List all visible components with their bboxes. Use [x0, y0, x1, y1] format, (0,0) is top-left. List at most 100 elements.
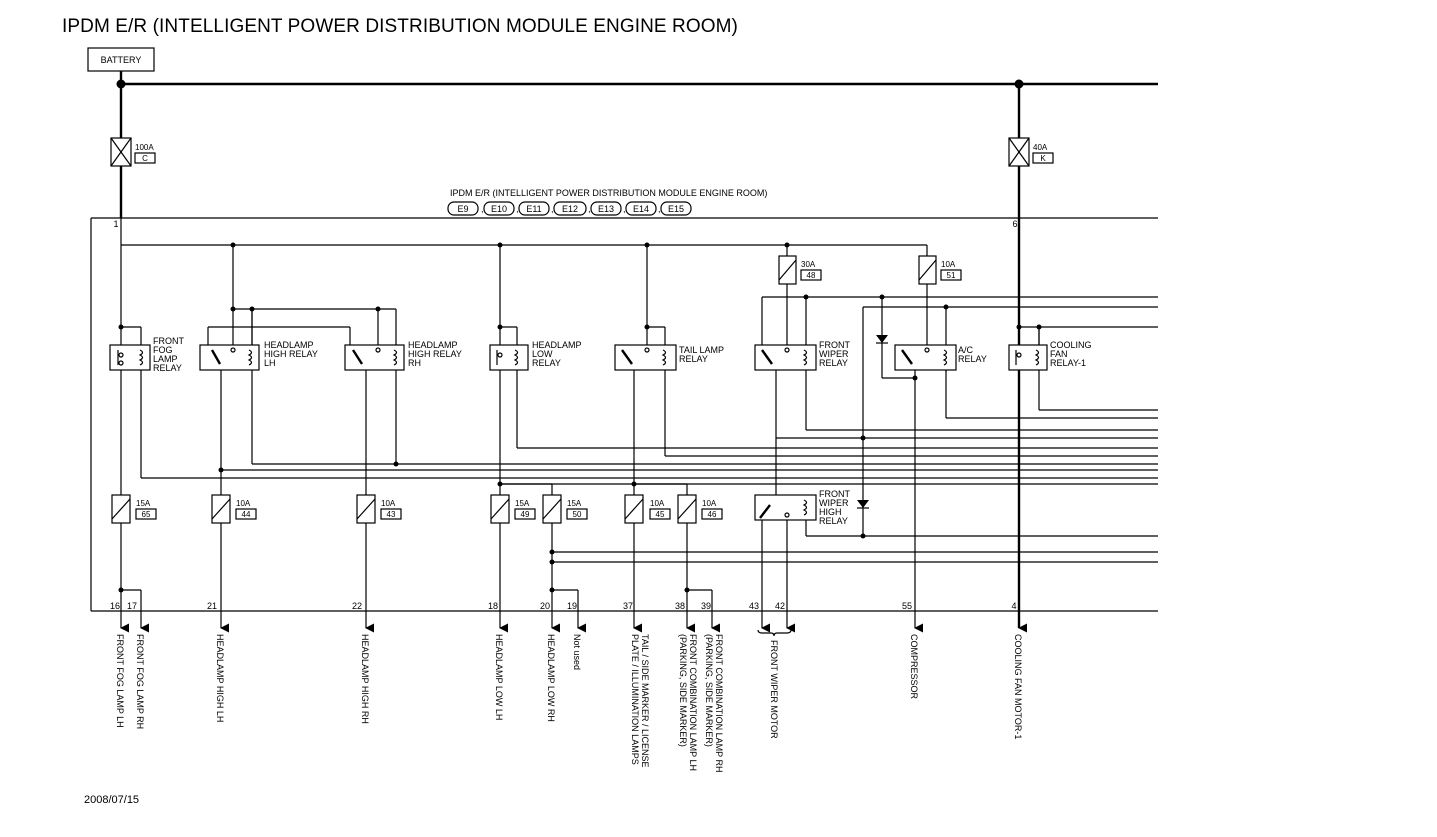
relay-front-wiper-label: FRONT WIPER RELAY	[819, 340, 852, 368]
fuse-45-code: 45	[656, 510, 665, 519]
fuse-45: 10A 45	[624, 481, 687, 611]
connector-list: E9 , E10 , E11 , E12 , E13 , E14 , E15	[447, 201, 692, 216]
output-label-headlamp-high-lh: HEADLAMP HIGH LH	[215, 634, 225, 722]
pin-43: 43	[749, 601, 759, 611]
output-label-front-fog-rh: FRONT FOG LAMP RH	[135, 634, 145, 729]
relay-front-fog-lamp: FRONT FOG LAMP RELAY	[109, 324, 184, 373]
main-fuse-c: 100A C	[110, 137, 156, 167]
relay-tail-lamp: TAIL LAMP RELAY	[614, 245, 726, 497]
relay-headlamp-high-rh: HEADLAMP HIGH RELAY RH	[344, 306, 464, 497]
output-20: 20 HEADLAMP LOW RH	[540, 601, 561, 722]
main-fuse-k: 40A K	[1008, 137, 1054, 167]
module-label: IPDM E/R (INTELLIGENT POWER DISTRIBUTION…	[450, 188, 767, 198]
fuse-44: 10A 44	[211, 470, 257, 611]
fuse-43-code: 43	[387, 510, 396, 519]
relay-fuse-51: 10A 51	[918, 245, 962, 345]
pin-37: 37	[623, 601, 633, 611]
output-17: 17 FRONT FOG LAMP RH	[127, 601, 150, 729]
output-label-front-combo-lh-wrap: FRONT COMBINATION LAMP LH (PARKING, SIDE…	[678, 634, 698, 772]
diagram-title: IPDM E/R (INTELLIGENT POWER DISTRIBUTION…	[62, 16, 738, 37]
output-21: 21 HEADLAMP HIGH LH	[207, 601, 230, 722]
relay-ac-label: A/C RELAY	[958, 345, 987, 364]
svg-text:,: ,	[588, 204, 591, 214]
output-38: 38 FRONT COMBINATION LAMP LH (PARKING, S…	[675, 601, 698, 772]
relay-fuse-48-rating: 30A	[801, 260, 816, 269]
internal-bus	[120, 218, 1021, 611]
pin-6: 6	[1012, 219, 1017, 229]
connector-e12: E12	[562, 204, 578, 214]
output-label-headlamp-low-rh: HEADLAMP LOW RH	[546, 634, 556, 722]
output-label-tail-lamp: TAIL / SIDE MARKER / LICENSE PLATE / ILL…	[630, 634, 650, 768]
relay-tail-lamp-label: TAIL LAMP RELAY	[679, 345, 726, 364]
relay-fuse-48: 30A 48	[778, 245, 822, 345]
relay-front-wiper-high: FRONT WIPER HIGH RELAY	[754, 489, 852, 611]
output-43-42: 43 42 FRONT WIPER MOTOR	[749, 601, 796, 739]
fog-split	[118, 587, 142, 611]
main-fuse-k-rating: 40A	[1033, 143, 1048, 152]
fuse-50-rating: 15A	[567, 499, 582, 508]
battery-bus	[116, 71, 1158, 218]
fuse-46-code: 46	[708, 510, 717, 519]
relay-headlamp-high-lh: HEADLAMP HIGH RELAY LH	[199, 245, 378, 470]
fuse-50-code: 50	[573, 510, 582, 519]
pin-19: 19	[567, 601, 577, 611]
output-label-headlamp-low-lh: HEADLAMP LOW LH	[494, 634, 504, 720]
relay-headlamp-high-rh-label: HEADLAMP HIGH RELAY RH	[408, 340, 464, 368]
relay-cooling-fan-label: COOLING FAN RELAY-1	[1050, 340, 1094, 368]
pin-16: 16	[110, 601, 120, 611]
pin-55: 55	[902, 601, 912, 611]
relay-fuse-51-rating: 10A	[941, 260, 956, 269]
pin-1: 1	[113, 219, 118, 229]
output-18: 18 HEADLAMP LOW LH	[488, 601, 509, 720]
main-fuse-c-code: C	[142, 154, 148, 163]
relay-fuse-48-code: 48	[807, 271, 816, 280]
relay-fuse-51-code: 51	[947, 271, 956, 280]
relay-ac: A/C RELAY	[894, 344, 987, 611]
output-label-not-used: Not used	[572, 634, 582, 670]
output-label-tail-lamp-wrap: TAIL / SIDE MARKER / LICENSE PLATE / ILL…	[630, 634, 650, 768]
connector-e10: E10	[491, 204, 507, 214]
fuse-65-code: 65	[142, 510, 151, 519]
relay-front-wiper: FRONT WIPER RELAY	[754, 294, 852, 497]
relay-cooling-fan: COOLING FAN RELAY-1	[1008, 324, 1094, 371]
output-label-front-combo-lh: FRONT COMBINATION LAMP LH (PARKING, SIDE…	[678, 634, 698, 772]
svg-text:,: ,	[481, 204, 484, 214]
fuse-44-code: 44	[242, 510, 251, 519]
relay-front-wiper-high-label: FRONT WIPER HIGH RELAY	[819, 489, 852, 526]
harness-lines	[140, 294, 1158, 565]
svg-text:,: ,	[516, 204, 519, 214]
output-22: 22 HEADLAMP HIGH RH	[352, 601, 375, 724]
fuse-46-rating: 10A	[702, 499, 717, 508]
pin-42: 42	[775, 601, 785, 611]
pin-17: 17	[127, 601, 137, 611]
relay-headlamp-low-label: HEADLAMP LOW RELAY	[532, 340, 584, 368]
output-label-front-combo-rh-wrap: FRONT COMBINATION LAMP RH (PARKING, SIDE…	[704, 634, 724, 773]
fuse-43: 10A 43	[356, 494, 402, 611]
fuse-45-rating: 10A	[650, 499, 665, 508]
output-label-cooling-fan-motor: COOLING FAN MOTOR-1	[1013, 634, 1023, 739]
relay-headlamp-high-lh-label: HEADLAMP HIGH RELAY LH	[264, 340, 320, 368]
relay-headlamp-low: HEADLAMP LOW RELAY	[489, 245, 584, 497]
pin-18: 18	[488, 601, 498, 611]
battery-label: BATTERY	[101, 55, 142, 65]
fuse-49-code: 49	[521, 510, 530, 519]
main-fuse-c-rating: 100A	[135, 143, 154, 152]
output-55: 55 COMPRESSOR	[902, 601, 924, 700]
fuse-46: 10A 46	[677, 484, 723, 611]
connector-e14: E14	[633, 204, 649, 214]
fuse-43-rating: 10A	[381, 499, 396, 508]
output-16: 16 FRONT FOG LAMP LH	[110, 601, 130, 728]
fuse-65-rating: 15A	[136, 499, 151, 508]
svg-text:,: ,	[623, 204, 626, 214]
output-39: 39 FRONT COMBINATION LAMP RH (PARKING, S…	[701, 601, 724, 773]
output-label-front-wiper-motor: FRONT WIPER MOTOR	[769, 640, 779, 739]
output-label-front-fog-lh: FRONT FOG LAMP LH	[115, 634, 125, 728]
connector-e11: E11	[526, 204, 541, 214]
fuse-49: 15A 49	[490, 494, 536, 611]
output-label-headlamp-high-rh: HEADLAMP HIGH RH	[360, 634, 370, 724]
fuse-65: 15A 65	[111, 494, 157, 524]
pin-21: 21	[207, 601, 217, 611]
battery-box: BATTERY	[87, 47, 155, 72]
module-outline	[90, 217, 1158, 612]
